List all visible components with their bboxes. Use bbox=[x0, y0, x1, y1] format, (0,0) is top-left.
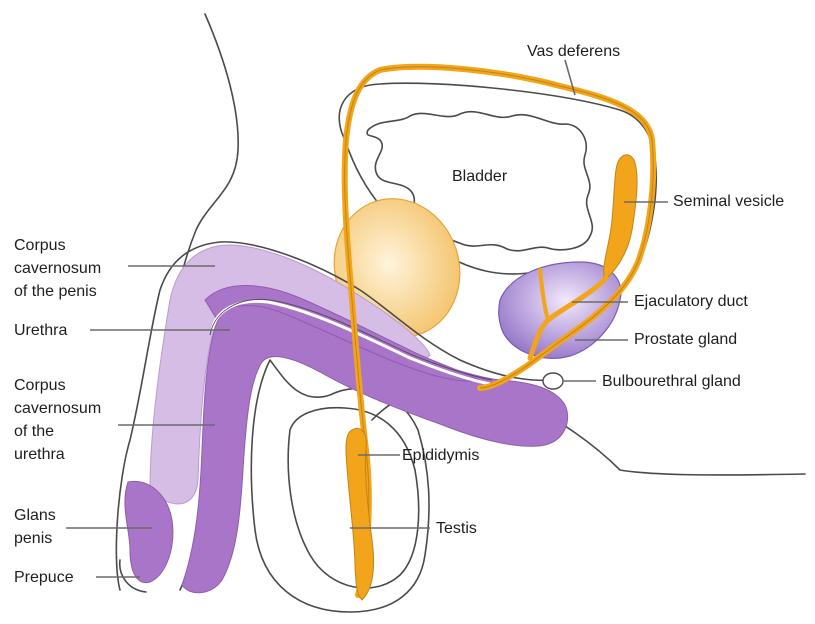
label-prepuce: Prepuce bbox=[14, 569, 74, 586]
label-corpus-urethra-4: urethra bbox=[14, 446, 65, 463]
label-glans-2: penis bbox=[14, 530, 52, 547]
label-corpus-penis-1: Corpus bbox=[14, 237, 66, 254]
label-glans-1: Glans bbox=[14, 507, 56, 524]
label-bladder: Bladder bbox=[452, 168, 508, 185]
bulbourethral-gland bbox=[543, 373, 563, 389]
label-bulbourethral-gland: Bulbourethral gland bbox=[602, 373, 741, 390]
label-seminal-vesicle: Seminal vesicle bbox=[673, 193, 784, 210]
seminal-vesicle bbox=[604, 155, 637, 280]
label-testis: Testis bbox=[436, 520, 477, 537]
label-vas-deferens: Vas deferens bbox=[527, 43, 620, 60]
label-corpus-urethra-1: Corpus bbox=[14, 377, 66, 394]
label-ejaculatory-duct: Ejaculatory duct bbox=[634, 293, 748, 310]
label-epididymis: Epididymis bbox=[402, 447, 479, 464]
label-corpus-penis-2: cavernosum bbox=[14, 260, 101, 277]
label-corpus-urethra-3: of the bbox=[14, 423, 54, 440]
label-corpus-penis-3: of the penis bbox=[14, 283, 97, 300]
label-urethra: Urethra bbox=[14, 322, 67, 339]
label-corpus-urethra-2: cavernosum bbox=[14, 400, 101, 417]
label-prostate-gland: Prostate gland bbox=[634, 331, 737, 348]
